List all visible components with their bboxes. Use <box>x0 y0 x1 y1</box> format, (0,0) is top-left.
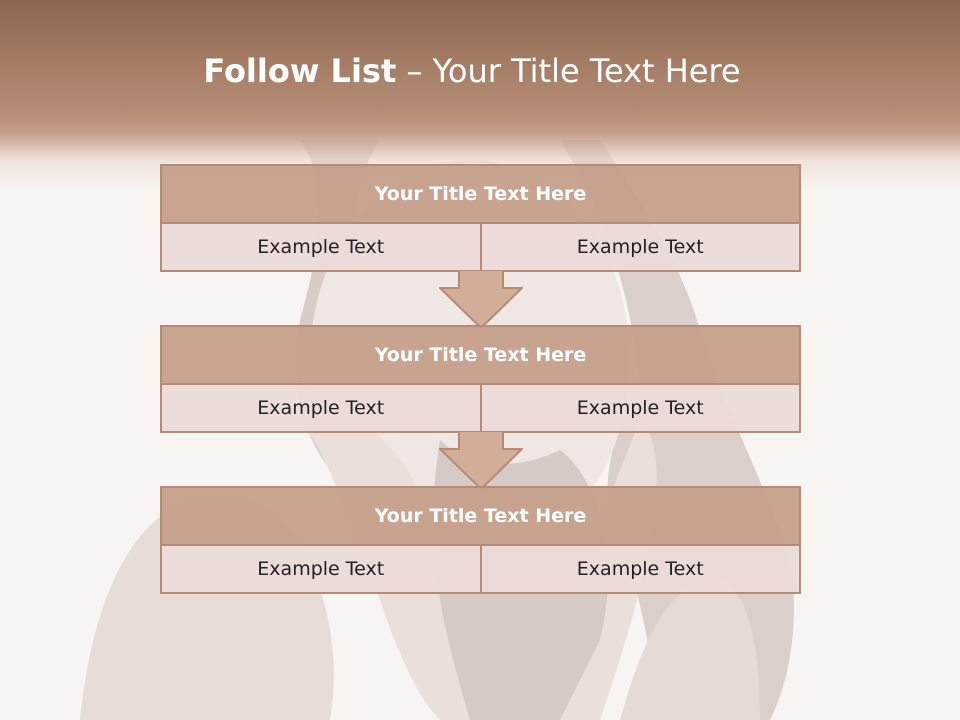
step-cell-right: Example Text <box>479 546 799 592</box>
slide-title-rest: – Your Title Text Here <box>406 52 741 90</box>
step-cell-right: Example Text <box>479 385 799 431</box>
step-title: Your Title Text Here <box>162 488 799 546</box>
slide-title-strong: Follow List <box>203 52 397 90</box>
header-band <box>0 0 960 190</box>
step-row: Example Text Example Text <box>162 546 799 592</box>
step-box-3: Your Title Text Here Example Text Exampl… <box>160 486 801 594</box>
step-cell-left: Example Text <box>162 224 480 270</box>
slide-title: Follow List – Your Title Text Here <box>0 52 944 90</box>
step-title: Your Title Text Here <box>162 166 799 224</box>
down-arrow-icon <box>439 431 523 491</box>
step-cell-left: Example Text <box>162 385 480 431</box>
step-row: Example Text Example Text <box>162 385 799 431</box>
step-title: Your Title Text Here <box>162 327 799 385</box>
step-row: Example Text Example Text <box>162 224 799 270</box>
down-arrow-icon <box>439 270 523 330</box>
step-box-1: Your Title Text Here Example Text Exampl… <box>160 164 801 272</box>
step-box-2: Your Title Text Here Example Text Exampl… <box>160 325 801 433</box>
step-cell-right: Example Text <box>479 224 799 270</box>
step-cell-left: Example Text <box>162 546 480 592</box>
